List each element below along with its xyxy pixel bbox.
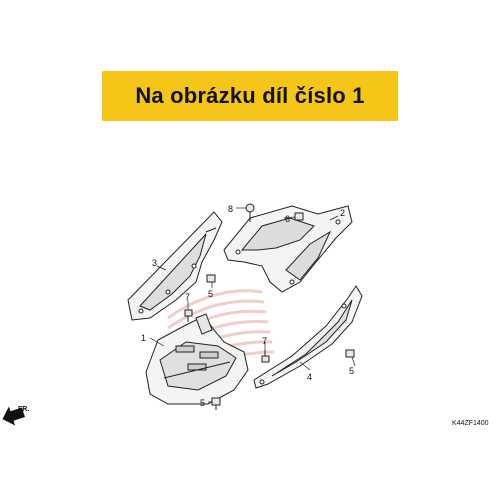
callout-5-right: 5 [349,366,354,376]
diagram-code: K44ZF1400 [452,420,489,427]
callout-7-lower: 7 [262,336,267,346]
side-cover-left-part-3 [127,211,223,321]
fastener-5-clip-right [345,349,355,358]
callout-6: 6 [285,214,290,224]
callout-5-bottom: 5 [200,398,205,408]
callout-8: 8 [228,204,233,214]
front-direction-label: FR. [18,406,29,413]
callout-3: 3 [152,258,157,268]
fastener-5-clip-bottom [211,397,221,410]
rear-center-cover-part-2 [223,205,353,293]
banner-text: Na obrázku díl číslo 1 [135,83,365,108]
part-number-banner: Na obrázku díl číslo 1 [102,71,398,121]
fastener-6-nut [294,212,304,221]
fastener-7-screw-upper [184,309,193,322]
fastener-8-bolt [245,203,255,222]
callout-7-upper: 7 [185,292,190,302]
fastener-7-screw-lower [261,350,270,363]
callout-4: 4 [307,372,312,382]
leader-lines [149,207,356,403]
side-skirt-right-part-4 [253,285,363,389]
fastener-5-clip-upper [206,274,216,283]
callout-5-upper: 5 [208,289,213,299]
front-direction-arrow-icon [2,406,25,426]
callout-1: 1 [141,333,146,343]
callout-2: 2 [340,208,345,218]
under-cover-part-1 [145,313,249,405]
